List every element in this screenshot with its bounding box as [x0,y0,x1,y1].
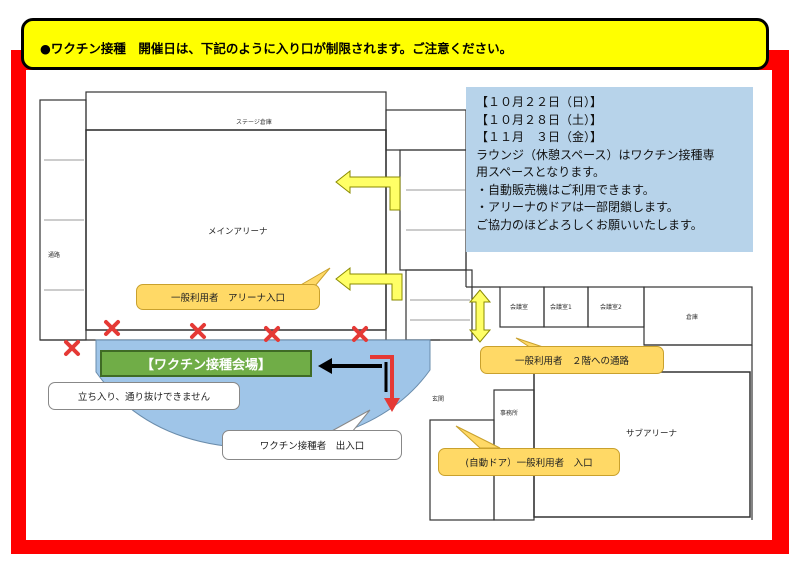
storage-label: 倉庫 [686,314,699,321]
info-line: 【１０月２２日（日）】 [476,95,603,109]
arrow-black-icon [318,358,382,374]
info-box: 【１０月２２日（日）】 【１０月２８日（土）】 【１１月 ３日（金）】 ラウンジ… [466,87,753,252]
office-label: 事務所 [500,410,519,417]
callout-floor2-path: 一般利用者 ２階への通路 [480,346,664,374]
cross-mark-icon-2 [104,320,120,336]
stage-label: ステージ倉庫 [236,119,272,126]
main-arena-label: メインアリーナ [208,227,268,237]
arrow-double-icon [468,289,492,343]
cross-mark-icon-5 [352,326,368,342]
info-line: ご協力のほどよろしくお願いいたします。 [476,217,703,232]
cross-mark-icon-1 [64,340,80,356]
arrow-upper-icon [335,169,401,211]
sub-arena-room [533,371,751,518]
callout-vaccine-entrance: ワクチン接種者 出入口 [222,430,402,460]
vaccine-venue-label: 【ワクチン接種会場】 [100,350,312,377]
arrow-lower-icon [335,266,403,301]
info-line: 【１０月２８日（土）】 [476,112,603,127]
building-top-right [385,109,467,151]
cross-mark-icon-3 [190,323,206,339]
banner-text: ●ワクチン接種 開催日は、下記のように入り口が制限されます。ご注意ください。 [40,41,513,56]
callout-auto-door: (自動ドア）一般利用者 入口 [438,448,620,476]
info-line: ラウンジ（休憩スペース）はワクチン接種専 [476,147,715,162]
corridor-label: 通路 [48,252,61,259]
room1-label: 会議室 [510,304,529,311]
notice-banner: ●ワクチン接種 開催日は、下記のように入り口が制限されます。ご注意ください。 [21,18,769,70]
center-lower-block [405,269,473,341]
arrow-red-icon [370,355,400,412]
cross-mark-icon-4 [264,326,280,342]
callout-no-entry: 立ち入り、通り抜けできません [48,382,240,410]
room3-label: 会議室2 [600,304,622,311]
callout-arena-entrance: 一般利用者 アリーナ入口 [136,284,320,310]
info-line: ・自動販売機はご利用できます。 [476,182,655,197]
info-line: ・アリーナのドアは一部閉鎖します。 [476,200,679,214]
info-line: 用スペースとなります。 [476,165,606,179]
callout-tail-autodoor [455,425,501,449]
entrance-label: 玄関 [432,396,445,403]
info-line: 【１１月 ３日（金）】 [476,130,603,144]
room2-label: 会議室1 [550,304,572,311]
center-block [399,149,467,271]
sub-arena-label: サブアリーナ [626,429,678,439]
